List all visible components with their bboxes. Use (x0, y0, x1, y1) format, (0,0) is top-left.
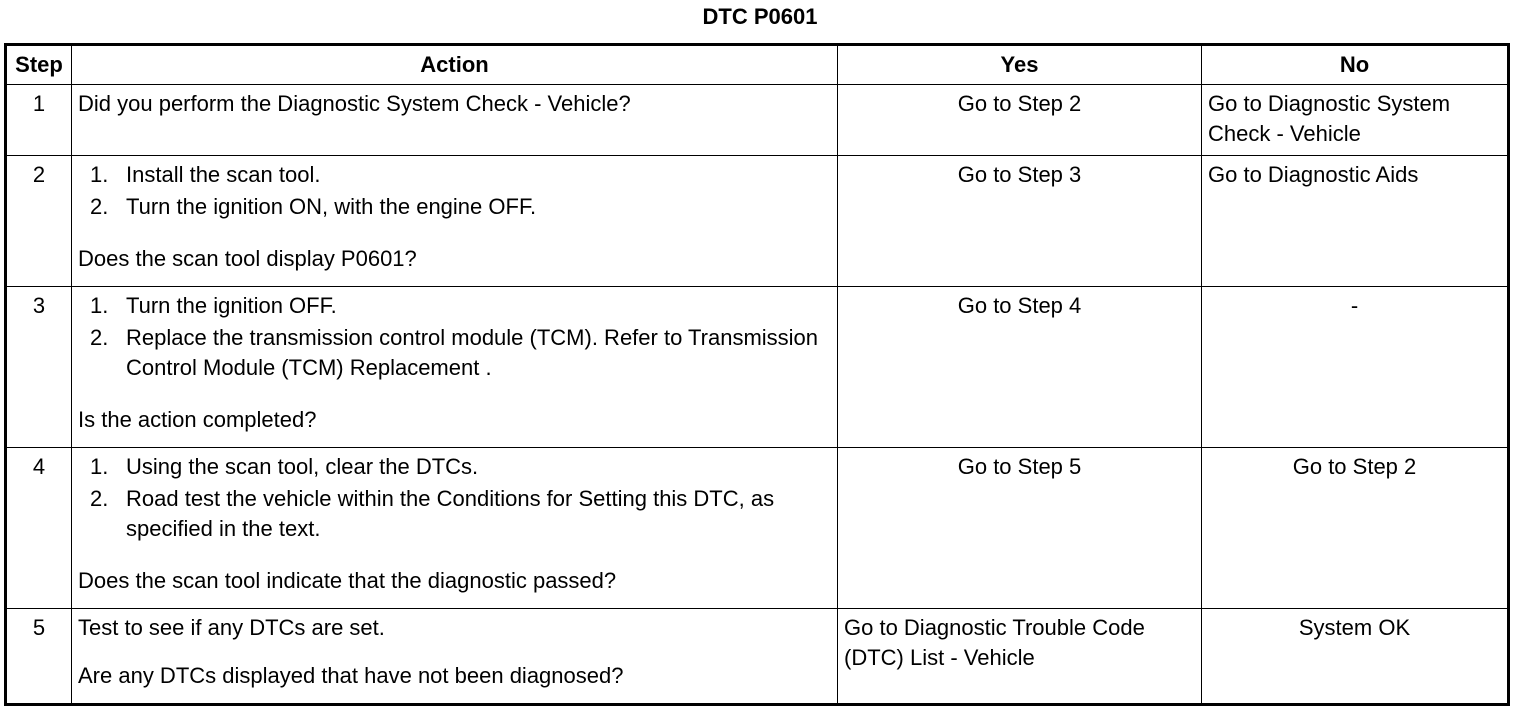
action-cell: 1. Using the scan tool, clear the DTCs. 2… (71, 447, 838, 609)
action-step-item: 2. Road test the vehicle within the Condi… (90, 484, 831, 544)
diagnostic-table: Step Action Yes No 1 Did you perform the… (4, 43, 1510, 706)
action-question: Does the scan tool indicate that the dia… (78, 568, 617, 593)
action-cell: Did you perform the Diagnostic System Ch… (71, 84, 838, 156)
step-item-number: 2. (90, 486, 109, 511)
step-item-text: Install the scan tool. (126, 162, 321, 187)
action-cell: 1. Install the scan tool. 2. Turn the igni… (71, 155, 838, 287)
yes-cell: Go to Step 4 (837, 286, 1202, 448)
header-no: No (1201, 44, 1509, 85)
action-lead-text: Test to see if any DTCs are set. (78, 615, 385, 640)
page-title: DTC P0601 (702, 4, 818, 29)
action-step-item: 1. Using the scan tool, clear the DTCs. (90, 452, 831, 482)
step-item-text: Road test the vehicle within the Conditi… (126, 486, 775, 541)
action-steps-list: 1. Turn the ignition OFF. 2. Replace the t… (78, 291, 831, 383)
header-action: Action (71, 44, 838, 85)
yes-cell: Go to Step 5 (837, 447, 1202, 609)
table-row: 3 1. Turn the ignition OFF. 2. Replace the… (5, 286, 1509, 448)
no-cell: System OK (1201, 608, 1509, 705)
yes-cell: Go to Diagnostic Trouble Code (DTC) List… (837, 608, 1202, 705)
step-item-text: Replace the transmission control module … (126, 325, 819, 380)
step-item-number: 1. (90, 162, 109, 187)
header-step: Step (5, 44, 72, 85)
table-row: 1 Did you perform the Diagnostic System … (5, 84, 1509, 156)
action-step-item: 2. Turn the ignition ON, with the engine … (90, 192, 831, 222)
step-item-text: Turn the ignition OFF. (126, 293, 337, 318)
no-cell: Go to Diagnostic System Check - Vehicle (1201, 84, 1509, 156)
yes-cell: Go to Step 2 (837, 84, 1202, 156)
action-cell: Test to see if any DTCs are set. Are any… (71, 608, 838, 705)
step-number: 5 (5, 608, 72, 705)
action-step-item: 2. Replace the transmission control modul… (90, 323, 831, 383)
table-row: 2 1. Install the scan tool. 2. Turn the ig… (5, 155, 1509, 287)
step-item-text: Turn the ignition ON, with the engine OF… (126, 194, 537, 219)
action-question: Did you perform the Diagnostic System Ch… (78, 91, 631, 116)
table-row: 5 Test to see if any DTCs are set. Are a… (5, 608, 1509, 705)
yes-cell: Go to Step 3 (837, 155, 1202, 287)
step-number: 1 (5, 84, 72, 156)
no-cell: Go to Step 2 (1201, 447, 1509, 609)
action-question: Are any DTCs displayed that have not bee… (78, 663, 624, 688)
action-question: Does the scan tool display P0601? (78, 246, 417, 271)
action-cell: 1. Turn the ignition OFF. 2. Replace the t… (71, 286, 838, 448)
step-item-number: 1. (90, 454, 109, 479)
step-number: 4 (5, 447, 72, 609)
no-cell: - (1201, 286, 1509, 448)
table-row: 4 1. Using the scan tool, clear the DTCs.… (5, 447, 1509, 609)
step-item-number: 2. (90, 325, 109, 350)
step-item-number: 1. (90, 293, 109, 318)
header-yes: Yes (837, 44, 1202, 85)
action-steps-list: 1. Using the scan tool, clear the DTCs. 2… (78, 452, 831, 544)
table-header-row: Step Action Yes No (5, 44, 1509, 85)
action-question: Is the action completed? (78, 407, 317, 432)
action-step-item: 1. Turn the ignition OFF. (90, 291, 831, 321)
step-item-text: Using the scan tool, clear the DTCs. (126, 454, 479, 479)
no-cell: Go to Diagnostic Aids (1201, 155, 1509, 287)
step-number: 2 (5, 155, 72, 287)
action-steps-list: 1. Install the scan tool. 2. Turn the igni… (78, 160, 831, 222)
step-item-number: 2. (90, 194, 109, 219)
action-step-item: 1. Install the scan tool. (90, 160, 831, 190)
step-number: 3 (5, 286, 72, 448)
